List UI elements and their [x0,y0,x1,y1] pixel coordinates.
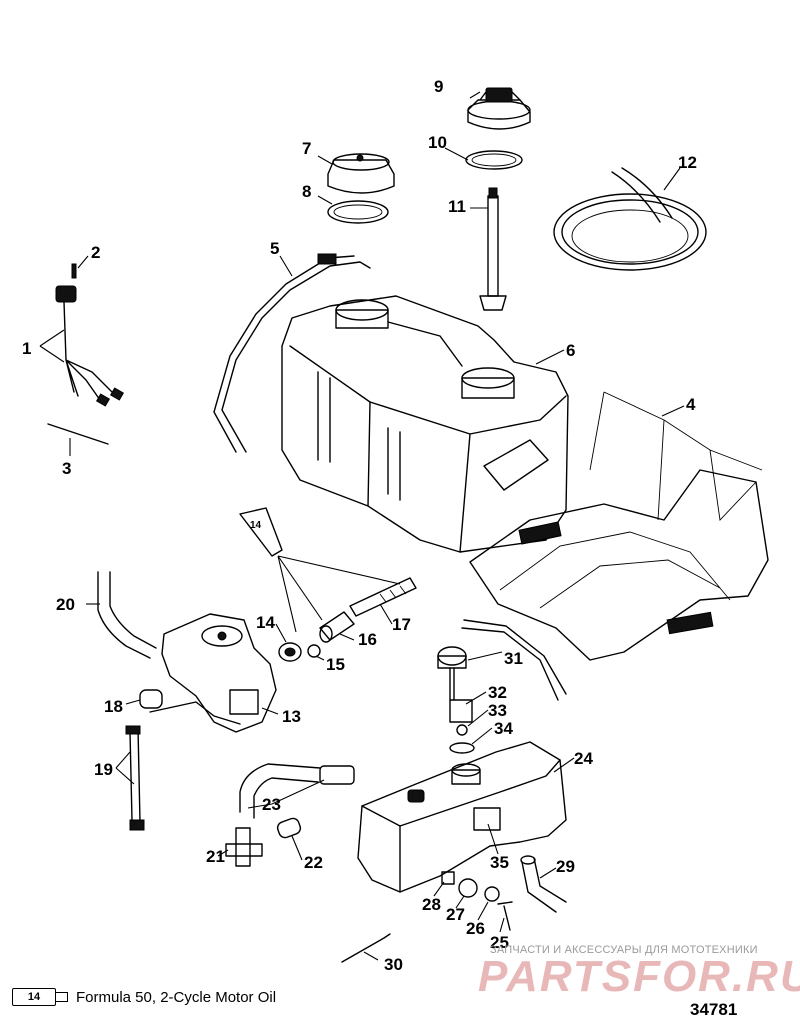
callout-26: 26 [466,919,485,938]
callout-15: 15 [326,655,345,674]
tube-icon: 14 [12,988,68,1006]
part-2-screw [71,263,77,279]
callout-29: 29 [556,857,575,876]
part-13-fuel-pump [149,613,277,733]
callout-27: 27 [446,905,465,924]
part-1-harness [55,285,125,407]
callout-21: 21 [206,847,225,866]
part-5-strap [213,255,371,453]
svg-text:14: 14 [250,520,262,531]
callout-9: 9 [434,77,443,96]
part-10-gasket [465,150,523,170]
callout-19: 19 [94,760,113,779]
part-20-hose [97,571,157,659]
part-7-filler-cap [327,153,395,194]
callout-33: 33 [488,701,507,720]
callout-23: 23 [262,795,281,814]
callout-12: 12 [678,153,697,172]
part-21-tee [225,827,263,867]
callout-20: 20 [56,595,75,614]
part-33-washer [456,724,468,736]
part-31-sender [437,619,567,701]
part-26-washer [484,886,500,902]
legend-text: Formula 50, 2-Cycle Motor Oil [76,988,277,1006]
callout-labels: 1 2 3 4 5 6 7 8 9 10 11 12 13 14 15 16 1… [22,77,697,974]
legend: 14 Formula 50, 2-Cycle Motor Oil [12,988,276,1006]
tube-label: 14 [12,988,56,1006]
part-25-screw [497,901,513,931]
callout-24: 24 [574,749,593,768]
part-19-wires [125,725,145,831]
callout-30: 30 [384,955,403,974]
watermark-caption: ЗАПЧАСТИ И АКСЕССУАРЫ ДЛЯ МОТОТЕХНИКИ [490,944,758,956]
part-15-ring [307,644,321,658]
part-6-fuel-tank [281,295,569,553]
part-18-fitting [139,689,163,709]
part-3-tie [47,423,109,445]
part-29-hose [520,855,567,913]
callout-10: 10 [428,133,447,152]
callout-17: 17 [392,615,411,634]
callout-35: 35 [490,853,509,872]
part-4-basket [469,391,769,661]
callout-34: 34 [494,719,513,738]
callout-2: 2 [91,243,100,262]
leader-lines [39,91,685,961]
callout-7: 7 [302,139,311,158]
part-8-gasket [327,200,389,224]
part-9-fuel-gauge [467,87,531,130]
callout-22: 22 [304,853,323,872]
callout-32: 32 [488,683,507,702]
callout-16: 16 [358,630,377,649]
part-32-bushing [449,699,473,723]
part-24-oil-tank [357,741,567,893]
part-22-fitting [276,817,302,839]
part-34-gasket [449,742,475,754]
part-16-fitting [319,611,355,643]
part-27-grommet [458,878,478,898]
callout-4: 4 [686,395,696,414]
part-12-hose [553,167,707,271]
callout-6: 6 [566,341,575,360]
callout-25: 25 [490,933,509,952]
part-30-tie [341,933,391,963]
part-11-pickup-tube [479,187,507,311]
callout-8: 8 [302,182,311,201]
reference-number: 34781 [690,1000,738,1019]
part-14-seal [278,642,302,662]
part-28-fitting [441,871,455,885]
callout-18: 18 [104,697,123,716]
callout-31: 31 [504,649,523,668]
callout-14: 14 [256,613,275,632]
part-14-oil-tube: 14 [239,507,283,557]
part-23-hose [239,763,355,819]
callout-11: 11 [448,197,466,216]
callout-3: 3 [62,459,71,478]
part-17-shaft [349,577,417,617]
callout-5: 5 [270,239,279,258]
callout-1: 1 [22,339,31,358]
callout-13: 13 [282,707,301,726]
watermark-logo: PARTSFOR.RU [478,952,800,1001]
callout-28: 28 [422,895,441,914]
